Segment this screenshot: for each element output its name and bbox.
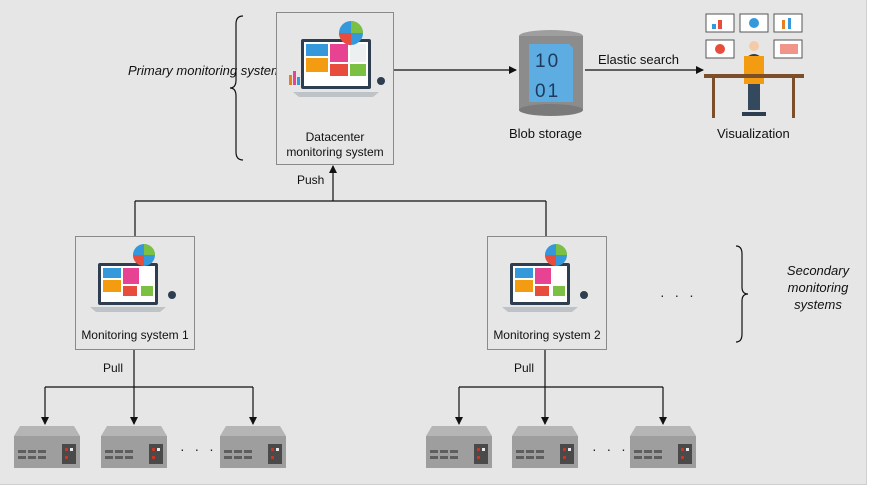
monitoring-system-2-node[interactable]: Monitoring system 2: [487, 236, 607, 350]
elastic-label: Elastic search: [598, 52, 679, 67]
laptop-dashboard-icon: [502, 244, 588, 312]
datacenter-label: Datacenter monitoring system: [286, 130, 384, 159]
datacenter-node[interactable]: Datacenter monitoring system: [276, 12, 394, 165]
pull-left-label: Pull: [103, 361, 124, 375]
laptop-dashboard-icon: [289, 21, 385, 97]
server-ellipsis-right: · · ·: [592, 441, 629, 457]
pull-right-label: Pull: [514, 361, 535, 375]
secondary-ellipsis: · · ·: [660, 287, 697, 303]
storage-bits-bottom: 01: [535, 81, 561, 102]
storage-label: Blob storage: [509, 126, 582, 141]
monitoring-system-1-label: Monitoring system 1: [81, 328, 189, 342]
laptop-dashboard-icon: [90, 244, 176, 312]
server-ellipsis-left: · · ·: [180, 441, 217, 457]
secondary-caption: Secondary monitoring systems: [786, 263, 850, 312]
visualization-label: Visualization: [717, 126, 790, 141]
push-label: Push: [297, 173, 325, 187]
primary-brace: [229, 15, 244, 161]
storage-bits-top: 10: [535, 51, 561, 72]
monitoring-system-2-label: Monitoring system 2: [493, 328, 601, 342]
secondary-brace: [735, 245, 749, 343]
primary-caption: Primary monitoring system(s): [128, 63, 298, 78]
monitoring-system-1-node[interactable]: Monitoring system 1: [75, 236, 195, 350]
